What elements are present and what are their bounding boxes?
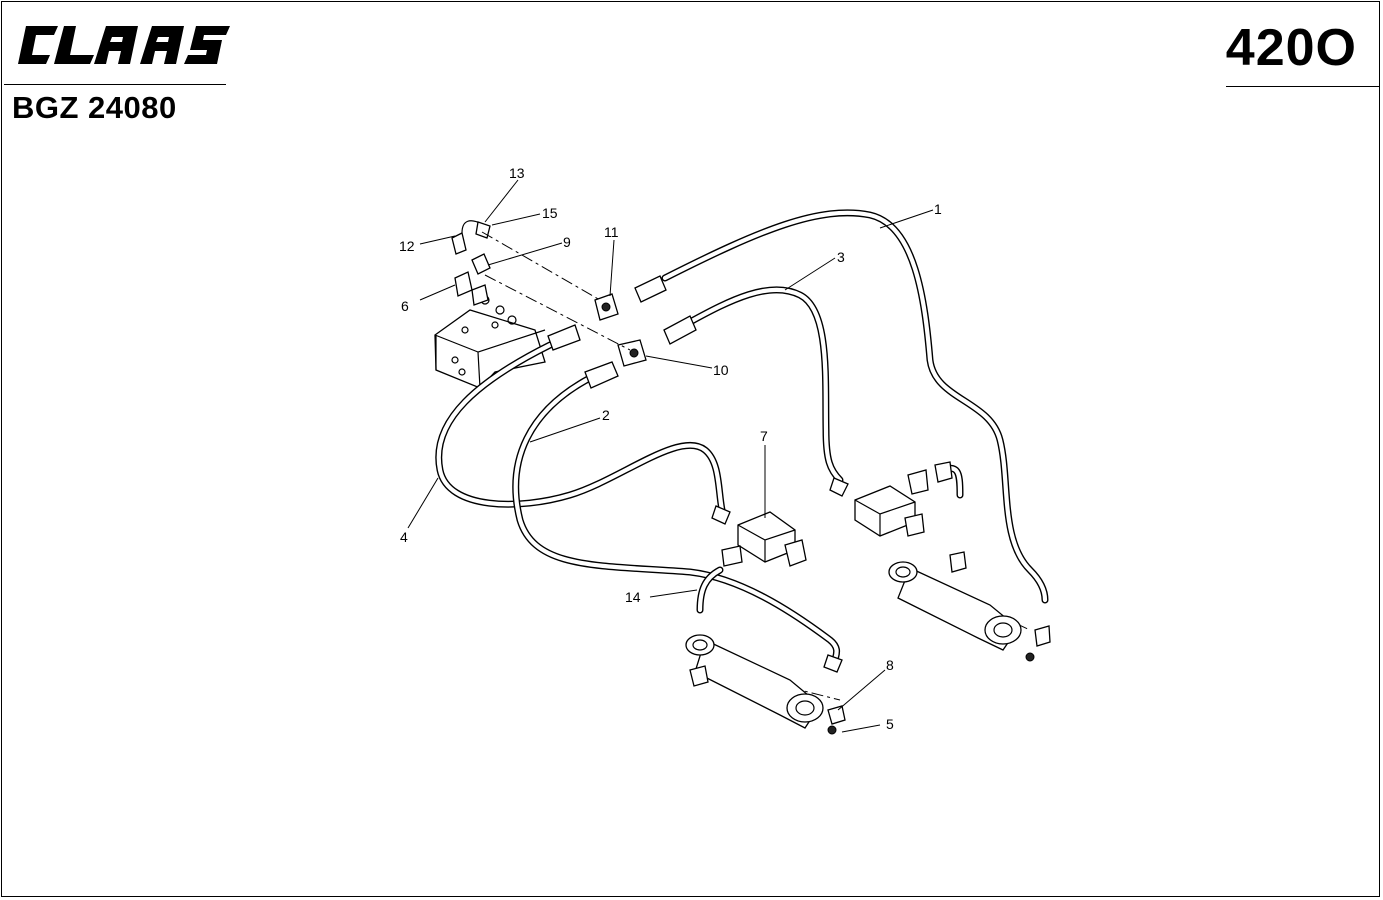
- callout-14: 14: [625, 589, 641, 605]
- page-number: 420O: [1225, 19, 1357, 77]
- fittings-upper-left: [451, 220, 647, 367]
- cylinder-right: [888, 551, 1051, 662]
- callout-4: 4: [400, 529, 408, 545]
- callout-2: 2: [602, 407, 610, 423]
- hose-3: [663, 286, 849, 497]
- assembly-line-b: [484, 274, 631, 351]
- claas-logo: [18, 26, 230, 64]
- callout-1: 1: [934, 201, 942, 217]
- hose-4: [435, 324, 731, 525]
- callout-13: 13: [509, 165, 525, 181]
- callout-3: 3: [837, 249, 845, 265]
- callout-5: 5: [886, 716, 894, 732]
- callout-leaders: [407, 179, 934, 733]
- callout-15: 15: [542, 205, 558, 221]
- callout-7: 7: [760, 428, 768, 444]
- callout-6: 6: [401, 298, 409, 314]
- cylinder-left: [685, 634, 846, 735]
- hose-1: [634, 209, 1049, 604]
- page-number-underline: [1226, 86, 1380, 87]
- callout-11: 11: [604, 224, 619, 240]
- callout-8: 8: [886, 657, 894, 673]
- valve-right: [854, 461, 953, 537]
- callout-9: 9: [563, 234, 571, 250]
- document-id: BGZ 24080: [12, 90, 177, 125]
- logo-underline: [4, 84, 226, 85]
- hose-2: [512, 361, 843, 673]
- callout-12: 12: [399, 238, 415, 254]
- valve-block: [434, 295, 546, 389]
- assembly-line-a: [481, 231, 601, 301]
- valve-7: [721, 511, 807, 567]
- callout-10: 10: [713, 362, 729, 378]
